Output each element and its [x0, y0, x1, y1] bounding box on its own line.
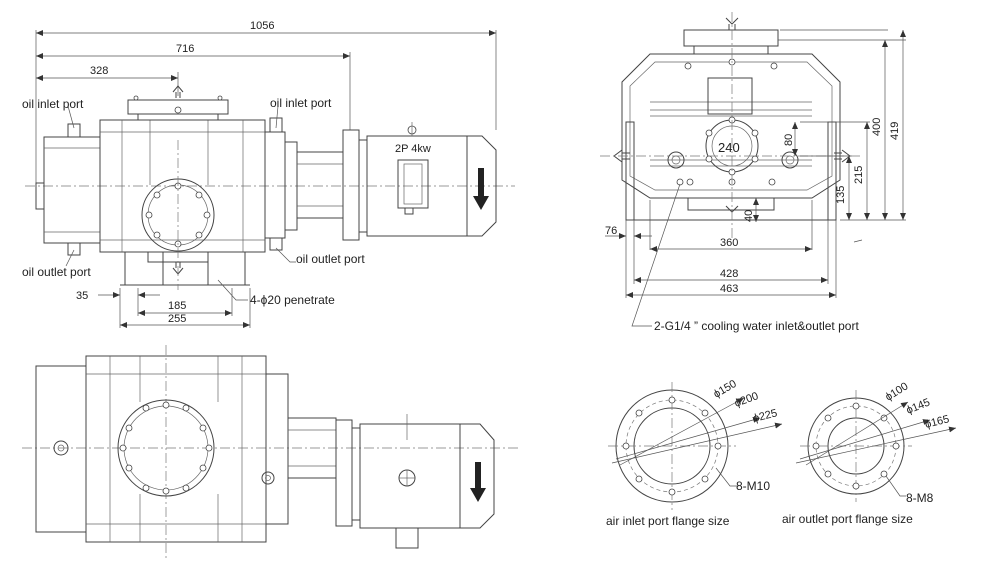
outlet-flange: ϕ100 ϕ145 ϕ165 8-M8 air outlet port flan…	[782, 380, 957, 526]
dim-328: 328	[90, 65, 108, 77]
dim-255: 255	[168, 313, 186, 325]
dim-428: 428	[720, 268, 738, 280]
label-penetrate: 4-ϕ20 penetrate	[250, 293, 335, 307]
dim-135: 135	[835, 186, 847, 204]
side-view: 240 419 400 215 135 80 40	[600, 12, 906, 333]
body-flange-bolts	[145, 182, 211, 248]
dim-80: 80	[783, 134, 795, 146]
dim-1056: 1056	[250, 20, 274, 32]
outlet-bolts: 8-M8	[906, 491, 934, 505]
dim-419: 419	[889, 122, 901, 140]
dim-716: 716	[176, 43, 194, 55]
inlet-flange: ϕ150 ϕ200 ϕ225 8-M10 air inlet port flan…	[606, 378, 783, 528]
dim-76: 76	[605, 225, 617, 237]
label-oil-inlet-left: oil inlet port	[22, 97, 84, 111]
dim-400: 400	[871, 118, 883, 136]
outlet-caption: air outlet port flange size	[782, 512, 913, 526]
top-flange-bolts	[119, 401, 213, 495]
inlet-d200: ϕ200	[733, 390, 760, 410]
inlet-caption: air inlet port flange size	[606, 514, 730, 528]
label-oil-outlet-right: oil outlet port	[296, 252, 365, 266]
down-arrow-icon	[473, 168, 489, 210]
inlet-d225: ϕ225	[752, 407, 779, 425]
outlet-d145: ϕ145	[905, 396, 932, 416]
outlet-d165: ϕ165	[924, 413, 951, 431]
dim-35: 35	[76, 290, 88, 302]
top-view	[22, 345, 520, 560]
motor-tag: 2P 4kw	[395, 143, 431, 155]
label-oil-outlet-left: oil outlet port	[22, 265, 91, 279]
inlet-bolts: 8-M10	[736, 479, 770, 493]
outlet-d100: ϕ100	[883, 380, 910, 403]
dim-40: 40	[743, 210, 755, 222]
label-oil-inlet-right: oil inlet port	[270, 96, 332, 110]
front-view: 1056 716 328	[22, 20, 515, 328]
label-cooling-port: 2-G1/4 ” cooling water inlet&outlet port	[654, 319, 859, 333]
dim-360: 360	[720, 237, 738, 249]
dim-215: 215	[853, 166, 865, 184]
dim-185: 185	[168, 300, 186, 312]
down-arrow-icon-2	[470, 462, 486, 502]
dim-240: 240	[718, 140, 740, 155]
dim-463: 463	[720, 283, 738, 295]
